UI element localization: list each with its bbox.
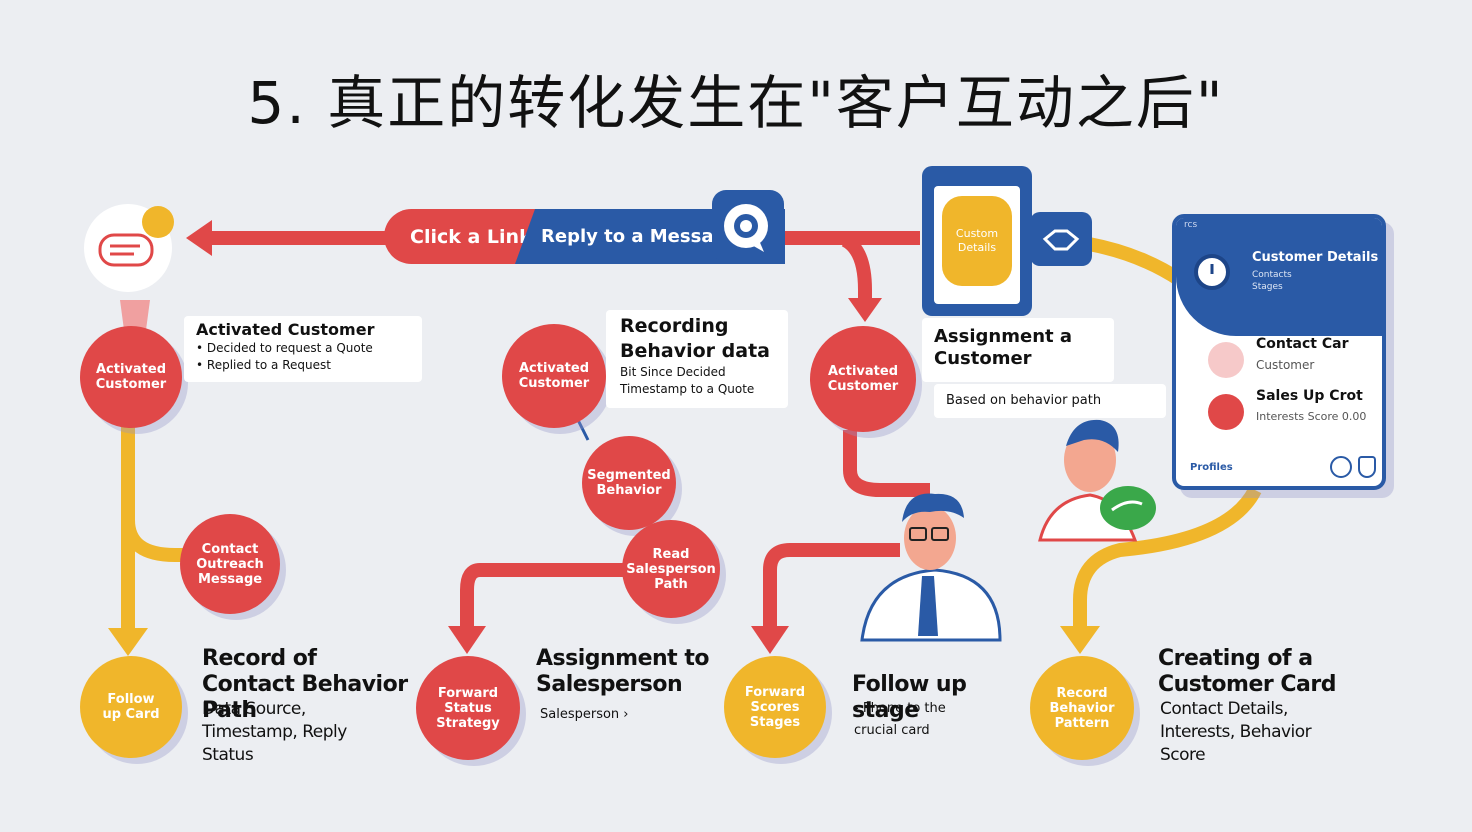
center-note: Based on behavior path	[946, 393, 1102, 408]
right-bottom-circle: Record Behavior Pattern	[1030, 656, 1134, 760]
center-desc1: - Phone to the	[854, 701, 946, 716]
item2-sub: Interests Score 0.00	[1256, 410, 1367, 423]
mid-segmented-circle: Segmented Behavior	[582, 436, 676, 530]
mid-card-line2: Timestamp to a Quote	[620, 382, 755, 396]
item1-title: Contact Car	[1256, 336, 1349, 352]
left-desc: Data Source, Timestamp, Reply Status	[202, 699, 347, 765]
shield-icon	[1358, 456, 1376, 478]
mid-bottom-circle: Forward Status Strategy	[416, 656, 520, 760]
panel-title: Customer Details	[1252, 250, 1379, 265]
center-note-card: Based on behavior path	[934, 384, 1166, 418]
phone-bubble: Custom Details	[942, 196, 1012, 286]
center-activated-circle: Activated Customer	[810, 326, 916, 432]
customer-illustration	[1038, 419, 1156, 542]
right-heading: Creating of a Customer Card	[1158, 646, 1336, 697]
item2-title: Sales Up Crot	[1256, 388, 1363, 404]
left-contact-circle: Contact Outreach Message	[180, 514, 280, 614]
mid-recording-card: Recording Behavior data Bit Since Decide…	[606, 310, 788, 408]
customer-details-panel: rcs Customer Details Contacts Stages Con…	[1172, 214, 1386, 490]
handshake-icon	[1030, 212, 1092, 266]
left-activated-circle: Activated Customer	[80, 326, 182, 428]
left-heading: Record of Contact Behavior Path	[202, 646, 408, 723]
panel-sub2: Stages	[1252, 282, 1283, 292]
mid-card-title: Recording Behavior data	[620, 315, 770, 362]
mid-read-path-circle: Read Salesperson Path	[622, 520, 720, 618]
message-icon	[712, 190, 784, 262]
mid-card-line1: Bit Since Decided	[620, 365, 726, 379]
center-desc2: crucial card	[854, 723, 930, 738]
mid-heading: Assignment to Salesperson	[536, 646, 709, 697]
center-assignment-card: Assignment a Customer	[922, 318, 1114, 382]
center-card-title: Assignment a Customer	[934, 326, 1073, 369]
panel-sub1: Contacts	[1252, 270, 1292, 280]
info-icon	[1330, 456, 1352, 478]
mid-desc: Salesperson ›	[540, 707, 629, 722]
page-title: 5. 真正的转化发生在"客户互动之后"	[247, 69, 1225, 137]
right-desc: Contact Details, Interests, Behavior Sco…	[1160, 699, 1312, 765]
center-heading: Follow up stage	[852, 672, 967, 723]
center-bottom-circle: Forward Scores Stages	[724, 656, 826, 758]
contact-icon	[1208, 342, 1244, 378]
clock-icon	[1194, 254, 1230, 290]
panel-header-label: rcs	[1184, 220, 1198, 230]
left-card-title: Activated Customer	[196, 320, 375, 339]
click-link-step: Click a Link	[384, 209, 536, 264]
left-bottom-circle: Follow up Card	[80, 656, 182, 758]
left-activated-card: Activated Customer • Decided to request …	[184, 316, 422, 382]
salesperson-illustration	[860, 493, 1002, 642]
sales-icon	[1208, 394, 1244, 430]
mid-activated-circle: Activated Customer	[502, 324, 606, 428]
item1-sub: Customer	[1256, 358, 1315, 372]
left-card-line2: • Replied to a Request	[196, 358, 331, 372]
panel-footer: Profiles	[1190, 462, 1233, 473]
left-card-line1: • Decided to request a Quote	[196, 341, 373, 355]
phone-illustration: Custom Details	[922, 166, 1032, 316]
